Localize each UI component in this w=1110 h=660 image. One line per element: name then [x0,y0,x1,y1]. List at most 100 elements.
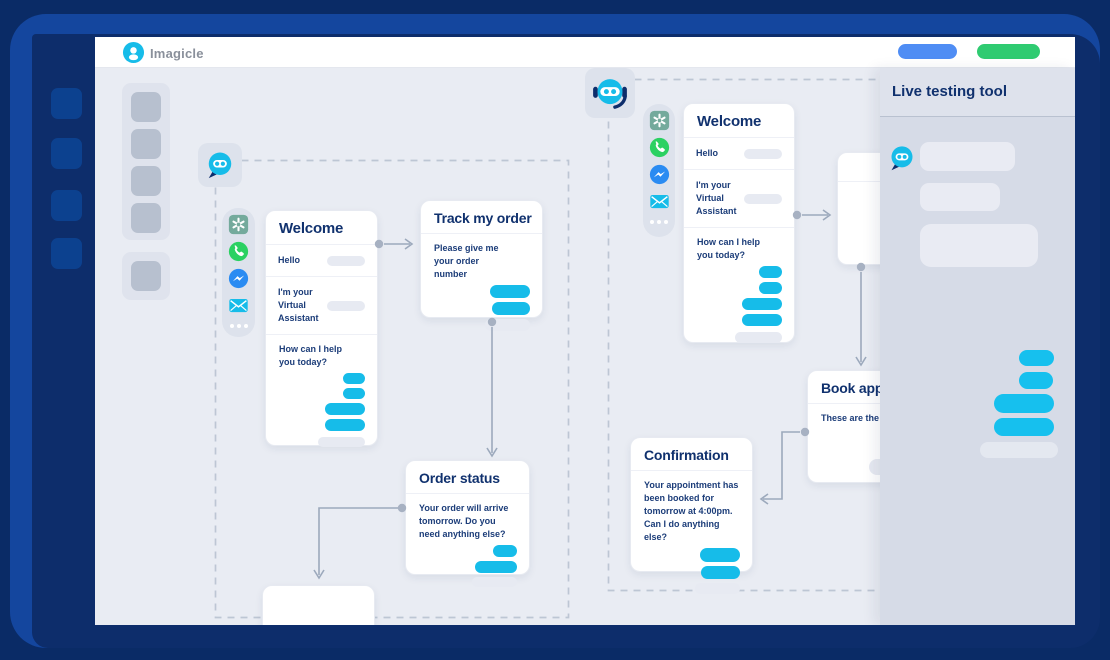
quick-reply-placeholder [490,285,530,299]
robot-bubble-icon [208,152,232,179]
message-pill-placeholder [980,442,1058,458]
bot-text: How can I help you today? [697,237,761,261]
toolbox-item-placeholder[interactable] [131,166,161,196]
header-primary-button[interactable] [898,44,957,59]
message-pill-placeholder [485,319,530,332]
more-dots-icon [229,324,248,328]
node-title-placeholder [838,153,880,182]
robot-bubble-icon [891,146,913,171]
connector-welcome2-to-blank [792,209,832,221]
quick-reply-button[interactable] [994,394,1054,413]
message-pill-placeholder [744,148,782,159]
quick-reply-placeholder [325,419,365,432]
quick-reply-placeholder [759,282,782,295]
bot-text: Your appointment has been booked for tom… [644,480,739,543]
channel-list [643,104,675,237]
quick-reply-placeholder [475,561,517,574]
flow-node-welcome[interactable]: Welcome Hello I'm your Virtual Assistant… [683,103,795,344]
bot-avatar-headset [585,68,635,118]
bot-message-placeholder [920,142,1015,171]
sidebar-item-placeholder[interactable] [51,190,82,221]
bot-text: Please give me your order number [434,243,499,280]
message-pill-placeholder [472,577,517,588]
whatsapp-icon [228,241,249,262]
brand-name: Imagicle [150,46,204,61]
message-pill-placeholder [327,255,365,266]
toolbox-item-placeholder[interactable] [131,92,161,122]
message-pill-placeholder [327,300,365,311]
connector-book-to-confirmation [759,427,810,505]
imagicle-logo-icon [122,41,145,64]
header-success-button[interactable] [977,44,1040,59]
flow-node-blank[interactable] [837,152,880,265]
sidebar-item-placeholder[interactable] [51,138,82,169]
quick-reply-button[interactable] [994,418,1054,436]
node-title: Welcome [684,104,794,138]
email-icon [228,298,249,313]
connector-blank-to-book [855,262,867,367]
bot-text: How can I help you today? [279,344,343,368]
flow-node-welcome[interactable]: Welcome Hello I'm your Virtual Assistant… [265,210,378,448]
flow-node-confirmation[interactable]: Confirmation Your appointment has been b… [630,437,753,595]
header: Imagicle [95,37,1075,68]
flow-node-book-appointment[interactable]: Book app These are the avail [807,370,880,483]
channel-list [222,208,255,337]
toolbox-item-placeholder[interactable] [131,203,161,233]
openai-icon [228,214,249,235]
node-title: Track my order [421,201,542,234]
quick-reply-button[interactable] [1019,350,1054,366]
toolbox-item-placeholder[interactable] [131,261,161,291]
bot-message-placeholder [920,183,1000,211]
connector-welcome-to-track [374,238,414,250]
quick-reply-placeholder [742,298,782,311]
node-title: Order status [406,461,529,494]
bot-text: Hello [278,255,301,265]
live-panel-header: Live testing tool [880,68,1075,117]
sidebar-item-placeholder[interactable] [51,238,82,269]
bot-text: Your order will arrive tomorrow. Do you … [419,503,509,540]
message-pill-placeholder [869,459,880,475]
more-dots-icon [650,220,668,224]
node-title: Confirmation [631,438,752,471]
sidebar-item-placeholder[interactable] [51,88,82,119]
connector-status-to-empty [313,503,407,580]
message-pill-placeholder [735,332,782,344]
toolbox-panel-secondary [122,252,170,300]
node-title: Welcome [266,211,377,245]
message-pill-placeholder [318,437,365,448]
flow-node-empty[interactable] [262,585,375,625]
bot-message-placeholder [920,224,1038,267]
email-icon [649,194,669,209]
app-screen: Imagicle [35,37,1075,625]
node-title: Book app [808,371,880,404]
sidebar [35,37,95,625]
quick-reply-placeholder [759,266,782,279]
message-pill-placeholder [695,583,740,595]
quick-reply-placeholder [343,388,365,400]
live-testing-panel: Live testing tool [880,68,1075,625]
live-panel-title: Live testing tool [892,83,1008,100]
message-pill-placeholder [744,193,782,204]
bot-text: Hello [696,148,719,158]
openai-icon [649,110,669,131]
toolbox-item-placeholder[interactable] [131,129,161,159]
quick-reply-placeholder [343,373,365,385]
flow-node-track-order[interactable]: Track my order Please give me your order… [420,200,543,332]
quick-reply-placeholder [701,566,740,580]
messenger-icon [228,268,249,289]
quick-reply-placeholder [700,548,740,563]
bot-text: These are the avail [821,413,880,423]
robot-head-icon [592,77,628,109]
quick-reply-placeholder [325,403,365,416]
quick-reply-placeholder [742,314,782,327]
messenger-icon [649,164,669,185]
bot-text: I'm your Virtual Assistant [278,287,319,324]
quick-reply-button[interactable] [1019,372,1053,389]
whatsapp-icon [649,137,669,158]
bot-text: I'm your Virtual Assistant [696,180,737,217]
toolbox-panel [122,83,170,240]
quick-reply-placeholder [493,545,517,558]
flow-canvas: Welcome Hello I'm your Virtual Assistant… [95,68,880,625]
flow-node-order-status[interactable]: Order status Your order will arrive tomo… [405,460,530,588]
